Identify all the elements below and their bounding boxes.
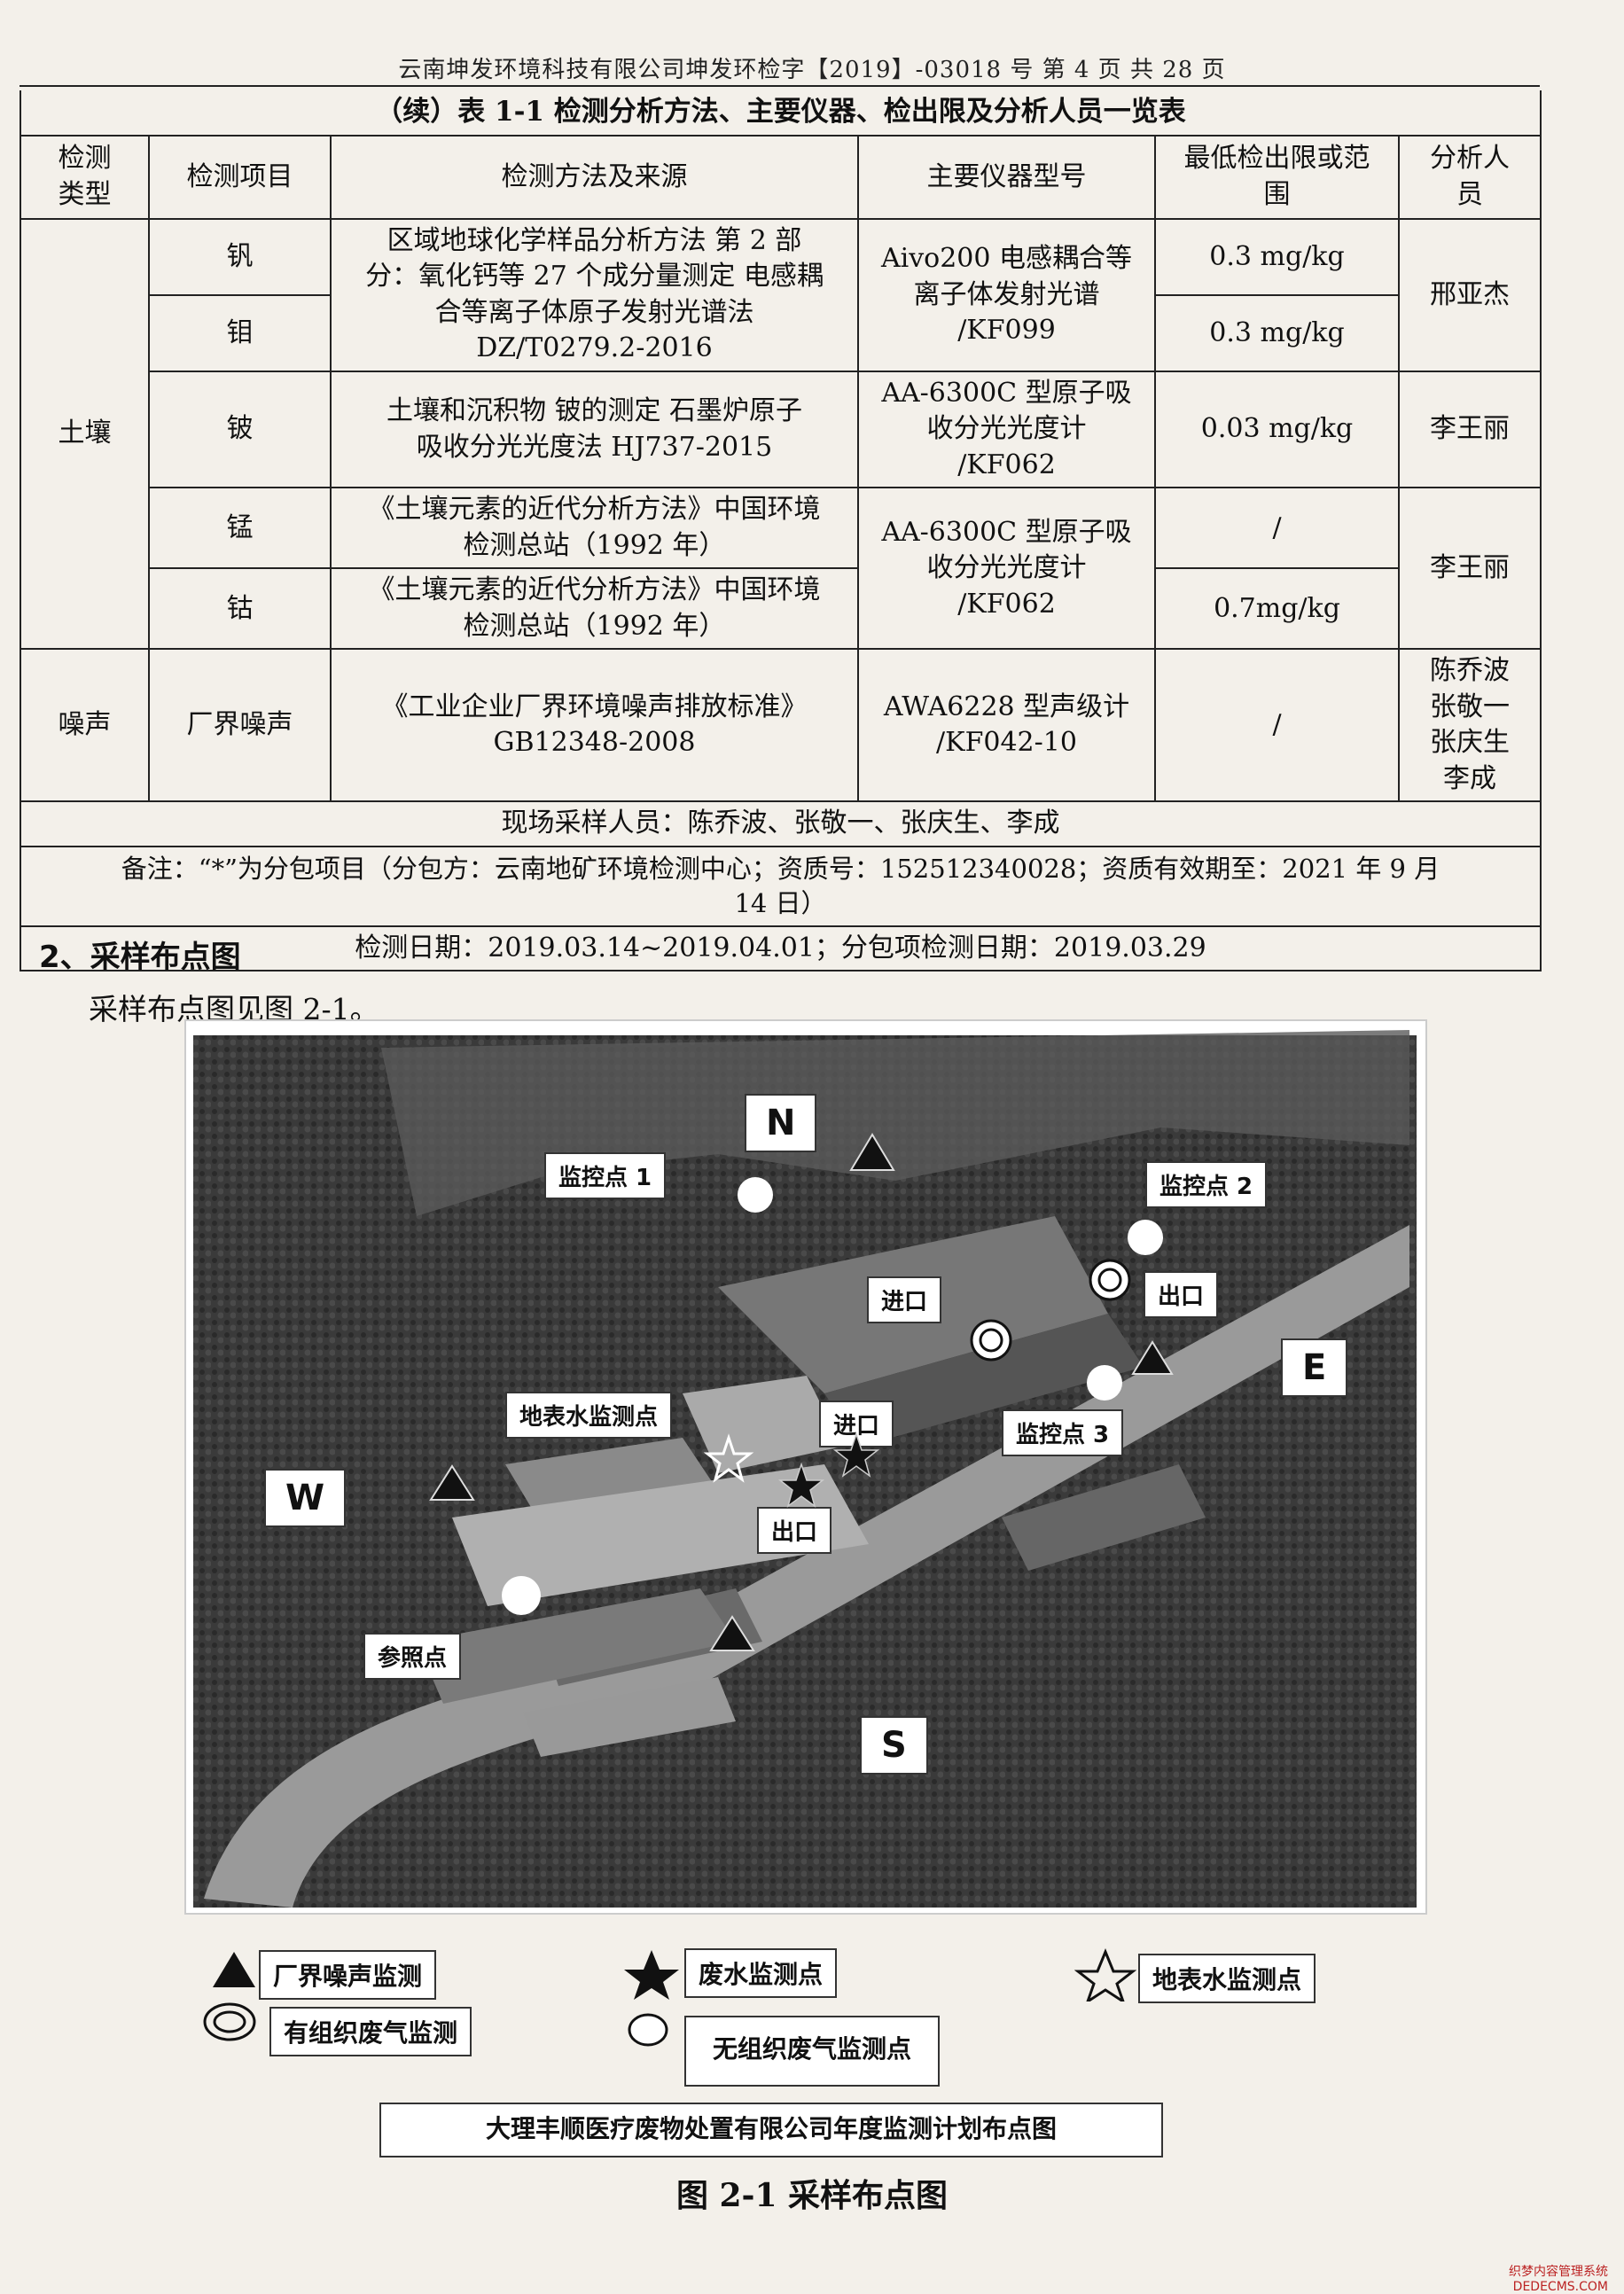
methods-table: （续）表 1-1 检测分析方法、主要仪器、检出限及分析人员一览表 检测 类型 检… [20, 90, 1542, 972]
table-row: 钴 《土壤元素的近代分析方法》中国环境 检测总站（1992 年） 0.7mg/k… [20, 567, 1541, 651]
item-be: 铍 [148, 370, 332, 489]
label-outlet-2: 出口 [757, 1507, 832, 1554]
method-v-mo: 区域地球化学样品分析方法 第 2 部 分：氧化钙等 27 个成分量测定 电感耦 … [330, 217, 859, 372]
item-v: 钒 [148, 217, 332, 296]
col-header-analyst: 分析人 员 [1398, 134, 1542, 220]
instrument-be: AA-6300C 型原子吸 收分光光度计 /KF062 [857, 370, 1156, 489]
plan-caption: 大理丰顺医疗废物处置有限公司年度监测计划布点图 [379, 2103, 1163, 2157]
method-mn: 《土壤元素的近代分析方法》中国环境 检测总站（1992 年） [330, 487, 859, 570]
legend-unorganized-gas: 无组织废气监测点 [684, 2016, 941, 2087]
watermark: 织梦内容管理系统 DEDECMS.COM [1509, 2265, 1608, 2294]
legend-noise: 厂界噪声监测 [259, 1950, 437, 2000]
table-row: 土壤 钒 区域地球化学样品分析方法 第 2 部 分：氧化钙等 27 个成分量测定… [20, 217, 1542, 651]
sampling-map: N E S W 监控点 1 监控点 2 监控点 3 进口 出口 地表水监测点 进… [184, 1019, 1427, 1915]
star-icon [624, 1950, 679, 2000]
col-header-item: 检测项目 [148, 134, 332, 220]
limit-v: 0.3 mg/kg [1154, 217, 1400, 296]
circle-icon [628, 2013, 668, 2047]
noise-type-cell: 噪声 [20, 648, 150, 803]
star-outline-icon [1074, 1948, 1136, 2001]
col-header-instrument: 主要仪器型号 [857, 134, 1156, 220]
method-co: 《土壤元素的近代分析方法》中国环境 检测总站（1992 年） [330, 567, 859, 651]
direction-east: E [1281, 1338, 1348, 1397]
label-monitor-3: 监控点 3 [1002, 1409, 1124, 1456]
label-monitor-2: 监控点 2 [1145, 1161, 1268, 1208]
table-row: 噪声 厂界噪声 《工业企业厂界环境噪声排放标准》 GB12348-2008 AW… [20, 648, 1542, 803]
item-co: 钴 [148, 567, 332, 651]
label-outlet-1: 出口 [1144, 1271, 1219, 1318]
item-mo: 钼 [148, 293, 332, 372]
analyst-be: 李王丽 [1398, 370, 1542, 489]
label-reference: 参照点 [363, 1633, 462, 1680]
item-mn: 锰 [148, 487, 332, 570]
label-inlet-1: 进口 [867, 1276, 942, 1323]
analyst-v-mo: 邢亚杰 [1398, 217, 1542, 372]
analyst-noise: 陈乔波 张敬一 张庆生 李成 [1398, 648, 1542, 803]
soil-type-cell: 土壤 [20, 217, 150, 651]
table-row: 锰 《土壤元素的近代分析方法》中国环境 检测总站（1992 年） AA-6300… [20, 487, 1542, 651]
limit-mo: 0.3 mg/kg [1154, 293, 1400, 372]
limit-co: 0.7mg/kg [1154, 567, 1400, 651]
method-be: 土壤和沉积物 铍的测定 石墨炉原子 吸收分光光度法 HJ737-2015 [330, 370, 859, 489]
instrument-noise: AWA6228 型声级计 /KF042-10 [857, 648, 1156, 803]
map-image [193, 1030, 1417, 1908]
direction-west: W [264, 1469, 347, 1527]
double-circle-icon [203, 2002, 256, 2041]
page-header: 云南坤发环境科技有限公司坤发环检字【2019】-03018 号 第 4 页 共 … [398, 57, 1226, 83]
figure-caption: 图 2-1 采样布点图 [675, 2177, 949, 2214]
table-row: 钼 0.3 mg/kg [20, 293, 1541, 372]
test-dates: 检测日期：2019.03.14~2019.04.01；分包项检测日期：2019.… [20, 925, 1542, 972]
method-noise: 《工业企业厂界环境噪声排放标准》 GB12348-2008 [330, 648, 859, 803]
direction-north: N [745, 1094, 817, 1152]
legend-surface-water: 地表水监测点 [1138, 1954, 1316, 2003]
limit-noise: / [1154, 648, 1400, 803]
table-title: （续）表 1-1 检测分析方法、主要仪器、检出限及分析人员一览表 [20, 90, 1542, 137]
sampling-personnel: 现场采样人员：陈乔波、张敬一、张庆生、李成 [20, 800, 1542, 847]
subcontract-note: 备注：“*”为分包项目（分包方：云南地矿环境检测中心；资质号：152512340… [20, 845, 1542, 927]
col-header-method: 检测方法及来源 [330, 134, 859, 220]
analyst-mn-co: 李王丽 [1398, 487, 1542, 651]
col-header-limit: 最低检出限或范 围 [1154, 134, 1400, 220]
legend-organized-gas: 有组织废气监测 [269, 2007, 472, 2056]
label-monitor-1: 监控点 1 [544, 1152, 667, 1199]
triangle-icon [213, 1952, 255, 1987]
limit-be: 0.03 mg/kg [1154, 370, 1400, 489]
col-header-type: 检测 类型 [20, 134, 150, 220]
legend-wastewater: 废水监测点 [684, 1948, 838, 1998]
building [452, 1464, 869, 1606]
limit-mn: / [1154, 487, 1400, 570]
header-rule [20, 85, 1540, 87]
label-inlet-2: 进口 [819, 1401, 894, 1447]
instrument-mn-co: AA-6300C 型原子吸 收分光光度计 /KF062 [857, 487, 1156, 651]
label-surface-water: 地表水监测点 [505, 1392, 673, 1439]
instrument-v-mo: Aivo200 电感耦合等 离子体发射光谱 /KF099 [857, 217, 1156, 372]
table-header-row: 检测 类型 检测项目 检测方法及来源 主要仪器型号 最低检出限或范 围 分析人 … [20, 134, 1542, 220]
direction-south: S [860, 1716, 928, 1775]
item-noise: 厂界噪声 [148, 648, 332, 803]
table-row: 铍 土壤和沉积物 铍的测定 石墨炉原子 吸收分光光度法 HJ737-2015 A… [20, 370, 1542, 489]
section-heading: 2、采样布点图 [39, 940, 241, 975]
